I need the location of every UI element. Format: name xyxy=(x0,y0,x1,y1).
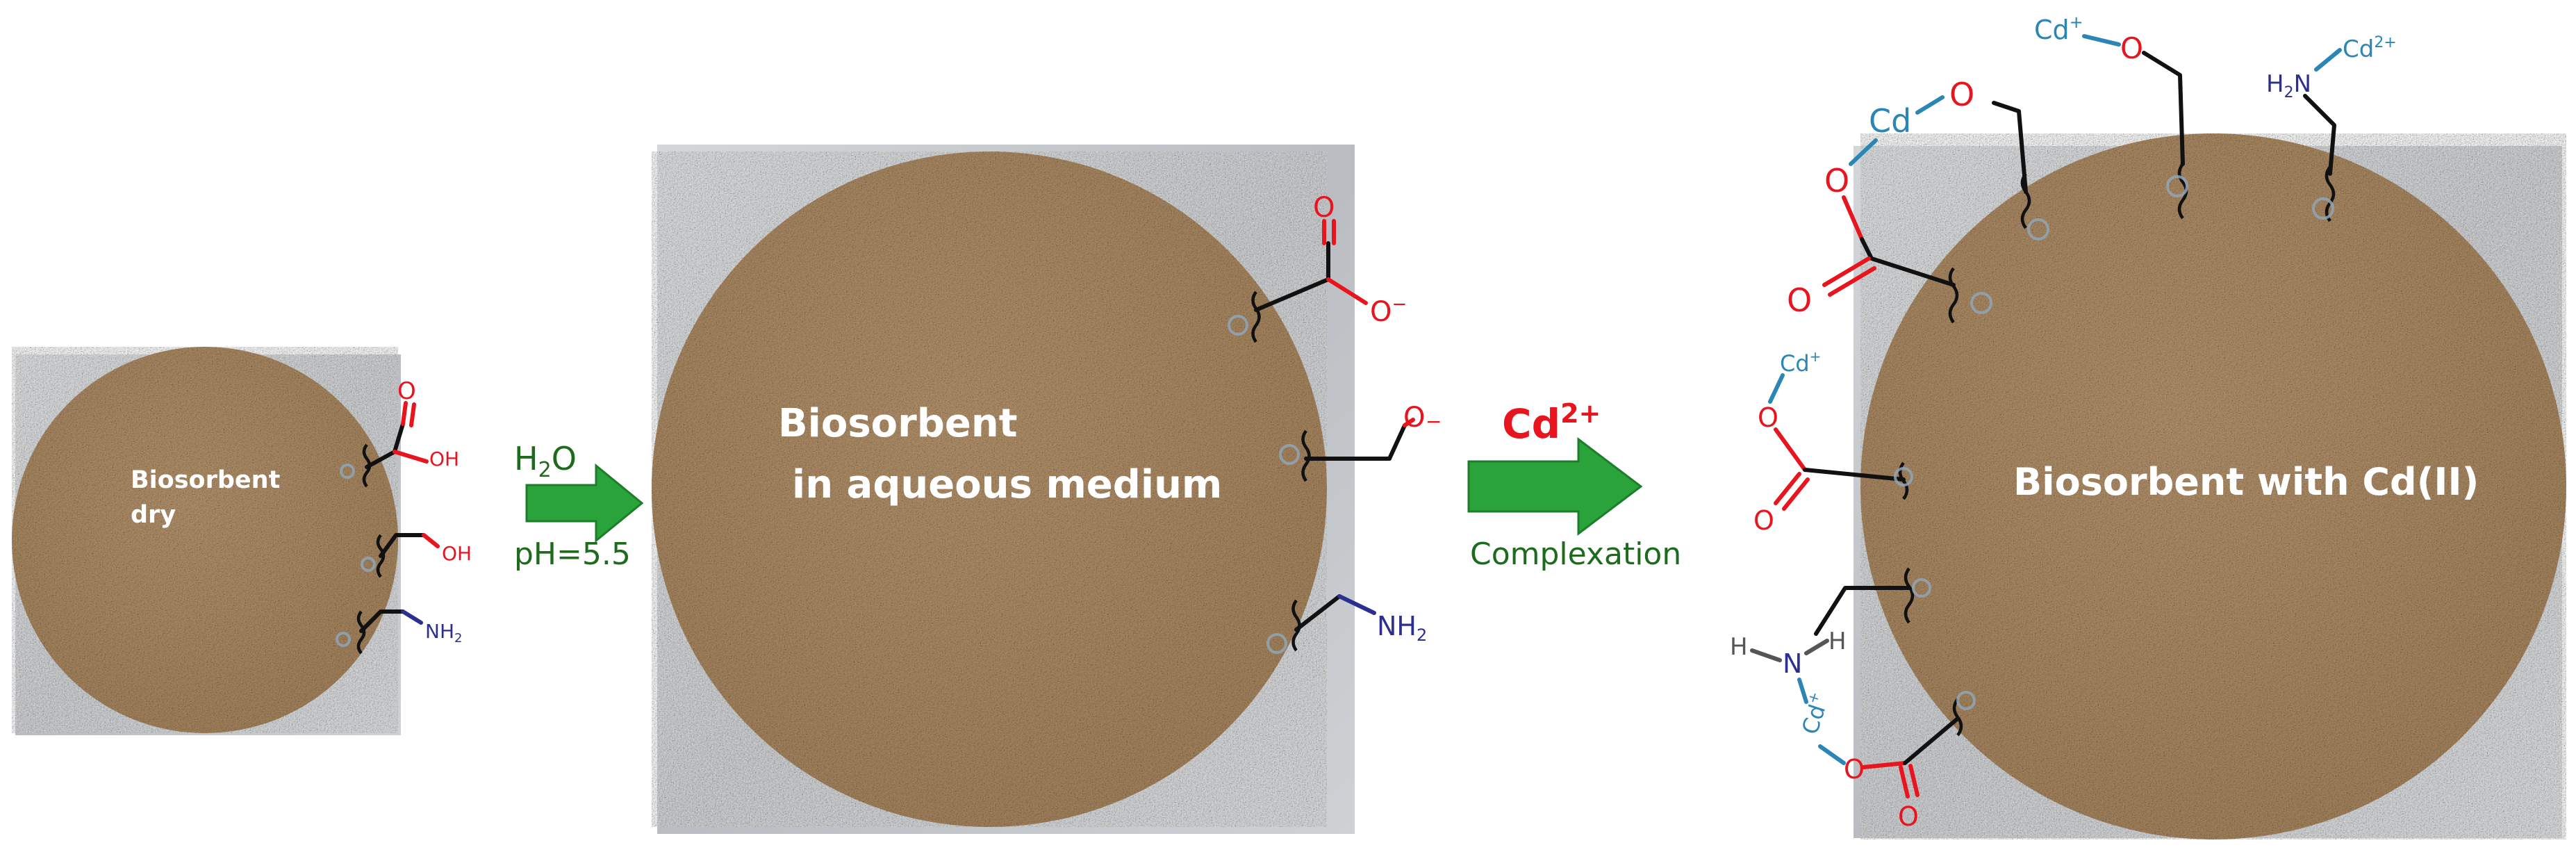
cadmium-ion-label: Cd2+ xyxy=(1502,398,1601,448)
cadmium-ion-label: Cd+ xyxy=(1780,348,1821,377)
binding-site-marker xyxy=(361,557,376,572)
cadmium-alkoxide-top: Cd+ O xyxy=(2034,13,2188,220)
panel-aqueous-label-1: Biosorbent xyxy=(778,401,1017,446)
sorbent-disc-cadmium xyxy=(1860,133,2566,839)
carboxylate-oxygen-label: O− xyxy=(1370,294,1407,328)
oxygen-label: O xyxy=(1949,76,1974,113)
right-arrow-icon xyxy=(525,463,644,543)
alkoxide-group: O − xyxy=(1301,402,1442,482)
oxygen-label: O xyxy=(1844,754,1865,785)
panel-cadmium-label: Biosorbent with Cd(II) xyxy=(2013,460,2479,504)
aminomethyl-group-dry: NH2 xyxy=(356,609,462,655)
panel-aqueous-label-2: in aqueous medium xyxy=(792,462,1222,507)
panel-cadmium: Biosorbent with Cd(II) O Cd O O Cd+ O xyxy=(1730,13,2566,839)
condition-ph: pH=5.5 xyxy=(514,536,631,572)
nitrogen-label: N xyxy=(1783,648,1802,679)
cadmium-amine-carboxylate-chelate: H H N Cd+ O O xyxy=(1730,567,1963,832)
binding-site-marker xyxy=(336,632,351,647)
sorbent-disc-aqueous xyxy=(652,151,1327,827)
sorbent-disc-dry xyxy=(12,347,398,733)
binding-site-marker xyxy=(1228,315,1248,336)
binding-site-marker xyxy=(2027,218,2049,240)
binding-site-marker xyxy=(2166,175,2188,197)
amine-label: NH2 xyxy=(425,620,462,646)
binding-site-marker xyxy=(340,464,355,479)
panel-dry-label-1: Biosorbent xyxy=(131,466,280,494)
oxygen-label: O xyxy=(397,377,416,405)
carboxylate-group: O O− xyxy=(1251,192,1407,343)
oxygen-label: O xyxy=(1787,281,1812,319)
binding-site-marker xyxy=(1956,691,1976,710)
step-hydration: H2O pH=5.5 xyxy=(514,440,644,572)
cadmium-amine-top: H2N Cd2+ xyxy=(2266,34,2397,222)
cadmium-ion-label: Cd+ xyxy=(2034,13,2083,45)
cadmium-label: Cd xyxy=(1869,102,1911,140)
binding-site-marker xyxy=(2312,197,2334,220)
hydrogen-label: H xyxy=(1730,633,1748,661)
binding-site-marker xyxy=(1894,467,1913,486)
reagent-water: H2O xyxy=(514,440,577,482)
panel-dry-label-2: dry xyxy=(131,501,176,529)
amine-label: H2N xyxy=(2266,70,2311,101)
cadmium-ion-label: Cd2+ xyxy=(2343,34,2397,63)
oxygen-label: O xyxy=(1824,162,1849,199)
oxygen-label: O xyxy=(1403,402,1425,434)
process-complexation: Complexation xyxy=(1470,536,1681,572)
cadmium-ion-label: Cd+ xyxy=(1794,689,1834,737)
oxygen-label: O xyxy=(1753,505,1774,536)
binding-site-marker xyxy=(1279,444,1300,465)
panel-aqueous: Biosorbent in aqueous medium O O− O − NH… xyxy=(652,145,1442,834)
oxygen-label: O xyxy=(1898,801,1919,832)
panel-dry: Biosorbent dry O OH OH NH2 xyxy=(12,347,472,735)
binding-site-marker xyxy=(1912,578,1931,598)
step-complexation: Cd2+ Complexation xyxy=(1467,398,1681,572)
hydroxyl-label: OH xyxy=(442,542,472,565)
aminomethyl-group: NH2 xyxy=(1291,594,1427,652)
charge-minus: − xyxy=(1426,410,1442,433)
oxygen-label: O xyxy=(2120,31,2143,65)
amine-label: NH2 xyxy=(1377,611,1427,645)
binding-site-marker xyxy=(1266,633,1287,654)
cadmium-chelate-top: O Cd O O xyxy=(1787,76,2031,324)
hydroxyl-label: OH xyxy=(429,448,459,470)
hydroxymethyl-group-dry: OH xyxy=(376,533,472,578)
oxygen-label: O xyxy=(1313,192,1335,224)
binding-site-marker xyxy=(1970,292,1992,314)
carboxyl-group-dry: O OH xyxy=(362,377,459,488)
right-arrow-icon xyxy=(1467,436,1643,536)
hydrogen-label: H xyxy=(1828,628,1847,655)
